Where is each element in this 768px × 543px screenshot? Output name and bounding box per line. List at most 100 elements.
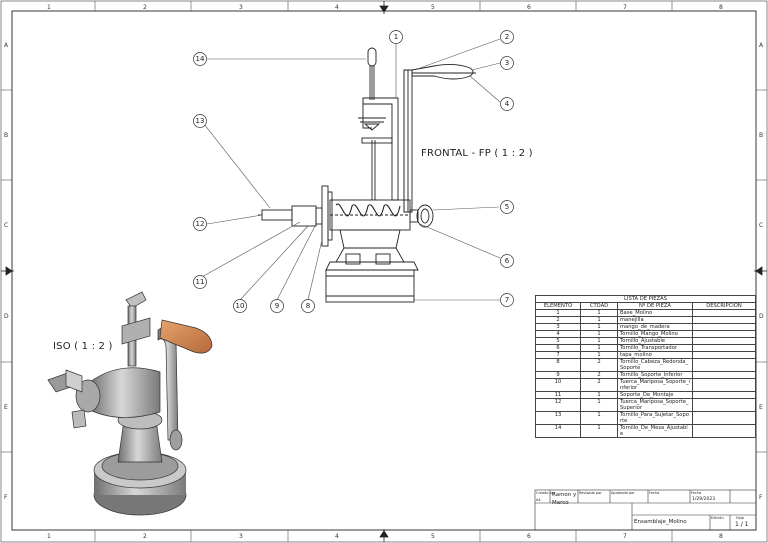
cell-elemento: 10 — [535, 378, 581, 392]
zone-row-c: C — [4, 222, 8, 229]
edition-label: Edición — [711, 516, 724, 520]
zone-row-b: B — [4, 132, 8, 139]
header-cantidad: CTDAD — [580, 302, 618, 310]
balloon-4: 4 — [505, 100, 510, 108]
cell-numero-pieza: Soporte_De_Montaje — [617, 391, 693, 399]
zone-col-2-bottom: 2 — [143, 533, 147, 540]
drawing-name: Ensamblaje_Molino — [634, 519, 687, 525]
date-label-2: Fecha — [691, 491, 702, 495]
cell-cantidad: 1 — [580, 351, 618, 359]
cell-elemento: 6 — [535, 344, 581, 352]
zone-row-a: A — [4, 42, 9, 49]
cell-descripcion — [692, 391, 756, 399]
zone-col-5: 5 — [431, 4, 435, 11]
cell-numero-pieza: Tornillo_Transportador — [617, 344, 693, 352]
sheet-label: Hoja — [736, 516, 744, 520]
parts-list-table: LISTA DE PIEZAS ELEMENTO CTDAD Nº DE PIE… — [535, 295, 756, 438]
cell-descripcion — [692, 309, 756, 317]
zone-row-e: E — [4, 404, 8, 411]
zone-col-4: 4 — [335, 4, 339, 11]
cell-elemento: 2 — [535, 316, 581, 324]
zone-col-2: 2 — [143, 4, 147, 11]
cell-numero-pieza: Base_Molino — [617, 309, 693, 317]
zone-col-8: 8 — [719, 4, 723, 11]
cell-numero-pieza: tapa_molino — [617, 351, 693, 359]
cell-elemento: 3 — [535, 323, 581, 331]
date-value: 1/29/2023 — [692, 497, 716, 502]
revised-label: Revisado por — [579, 491, 602, 495]
cell-cantidad: 1 — [580, 344, 618, 352]
cell-cantidad: 2 — [580, 378, 618, 392]
cell-cantidad: 1 — [580, 424, 618, 438]
author-label: Creado por — [536, 491, 556, 495]
cell-descripcion — [692, 330, 756, 338]
balloon-group — [193, 30, 514, 313]
cell-numero-pieza: Tuerca_Mariposa_Soporte_inferior — [617, 378, 693, 392]
zone-row-d-right: D — [759, 313, 764, 320]
balloon-11: 11 — [196, 278, 205, 286]
balloon-7: 7 — [505, 296, 509, 304]
cell-cantidad: 2 — [580, 371, 618, 379]
zone-col-3-bottom: 3 — [239, 533, 243, 540]
cell-descripcion — [692, 351, 756, 359]
cell-elemento: 14 — [535, 424, 581, 438]
front-view-label: FRONTAL - FP ( 1 : 2 ) — [421, 148, 533, 159]
balloon-13: 13 — [196, 117, 205, 125]
approved-label: Aprobado por — [611, 491, 635, 495]
zone-col-7-bottom: 7 — [623, 533, 627, 540]
zone-col-1-bottom: 1 — [47, 533, 51, 540]
sheet-value: 1 / 1 — [735, 521, 749, 528]
zone-row-b-right: B — [759, 132, 763, 139]
cell-descripcion — [692, 424, 756, 438]
cell-cantidad: 1 — [580, 391, 618, 399]
cell-cantidad: 2 — [580, 358, 618, 372]
cell-cantidad: 1 — [580, 398, 618, 412]
cell-descripcion — [692, 344, 756, 352]
zone-col-4-bottom: 4 — [335, 533, 339, 540]
cell-cantidad: 1 — [580, 309, 618, 317]
cell-elemento: 1 — [535, 309, 581, 317]
cell-numero-pieza: Tornillo_Cabeza_Redonda_Soporte — [617, 358, 693, 372]
balloon-6: 6 — [505, 257, 510, 265]
parts-list-title: LISTA DE PIEZAS — [535, 295, 756, 303]
cell-numero-pieza: Tornillo_Mango_Molino — [617, 330, 693, 338]
zone-col-5-bottom: 5 — [431, 533, 435, 540]
balloon-12: 12 — [196, 220, 205, 228]
balloon-3: 3 — [505, 59, 509, 67]
zone-row-f: F — [4, 494, 8, 501]
cell-descripcion — [692, 398, 756, 412]
zone-row-d: D — [4, 313, 9, 320]
cell-elemento: 13 — [535, 411, 581, 425]
iso-view-drawing — [47, 291, 213, 516]
cell-elemento: 7 — [535, 351, 581, 359]
front-view-drawing — [258, 47, 476, 303]
zone-col-6: 6 — [527, 4, 531, 11]
cell-cantidad: 1 — [580, 411, 618, 425]
iso-view-label: ISO ( 1 : 2 ) — [53, 341, 113, 352]
cell-numero-pieza: manejilla — [617, 316, 693, 324]
title-block-frame — [534, 489, 757, 531]
size-label: A4 — [536, 498, 541, 502]
cell-descripcion — [692, 411, 756, 425]
zone-row-f-right: F — [759, 494, 763, 501]
cell-elemento: 9 — [535, 371, 581, 379]
cell-descripcion — [692, 371, 756, 379]
header-numero-pieza: Nº DE PIEZA — [617, 302, 693, 310]
cell-numero-pieza: mango_de_madera — [617, 323, 693, 331]
balloon-9: 9 — [275, 302, 279, 310]
cell-elemento: 5 — [535, 337, 581, 345]
cell-descripcion — [692, 378, 756, 392]
balloon-14: 14 — [196, 55, 205, 63]
